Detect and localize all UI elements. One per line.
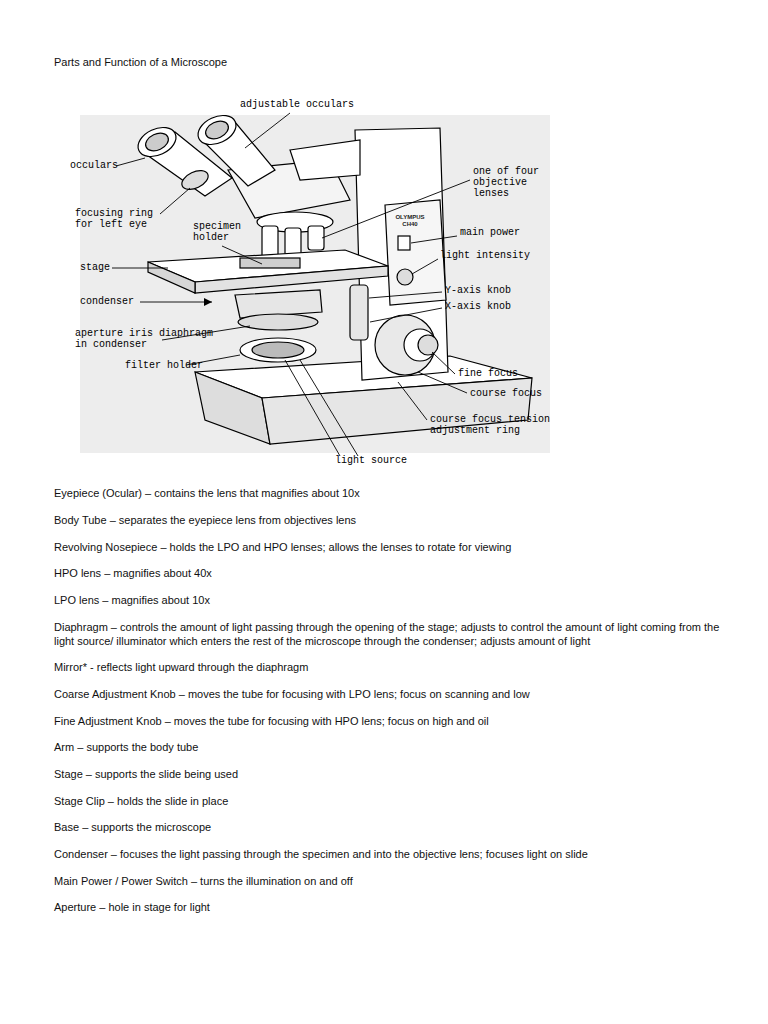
part-label: X-axis knob bbox=[445, 301, 511, 312]
definition-text: Mirror* - reflects light upward through … bbox=[54, 660, 724, 674]
definition-text: Revolving Nosepiece – holds the LPO and … bbox=[54, 540, 724, 554]
definition-text: Arm – supports the body tube bbox=[54, 740, 724, 754]
part-label: fine focus bbox=[458, 368, 518, 379]
definition-text: Stage Clip – holds the slide in place bbox=[54, 794, 724, 808]
definition-text: Stage – supports the slide being used bbox=[54, 767, 724, 781]
part-label: focusing ring for left eye bbox=[75, 208, 159, 230]
definition-text: Eyepiece (Ocular) – contains the lens th… bbox=[54, 486, 724, 500]
part-label: Y-axis knob bbox=[445, 285, 511, 296]
part-label: aperture iris diaphragm in condenser bbox=[75, 328, 217, 350]
part-label: condenser bbox=[80, 296, 134, 307]
definition-text: HPO lens – magnifies about 40x bbox=[54, 566, 724, 580]
definition-text: Condenser – focuses the light passing th… bbox=[54, 847, 724, 861]
definition-text: Diaphragm – controls the amount of light… bbox=[54, 620, 724, 649]
definition-text: Aperture – hole in stage for light bbox=[54, 900, 724, 914]
part-label: light intensity bbox=[440, 250, 530, 261]
definition-text: Main Power / Power Switch – turns the il… bbox=[54, 874, 724, 888]
part-label: specimen holder bbox=[193, 221, 249, 243]
part-label: light source bbox=[335, 455, 407, 466]
part-label: adjustable occulars bbox=[240, 99, 354, 110]
leader-lines bbox=[112, 113, 470, 456]
definition-text: Body Tube – separates the eyepiece lens … bbox=[54, 513, 724, 527]
part-label: one of four objective lenses bbox=[473, 166, 545, 199]
arrow-head bbox=[204, 298, 212, 306]
definition-text: Base – supports the microscope bbox=[54, 820, 724, 834]
definition-text: LPO lens – magnifies about 10x bbox=[54, 593, 724, 607]
definition-text: Coarse Adjustment Knob – moves the tube … bbox=[54, 687, 724, 701]
photo-ground bbox=[80, 115, 550, 453]
brand-logo: OLYMPUS CH40 bbox=[391, 214, 429, 227]
part-label: occulars bbox=[70, 160, 118, 171]
part-label: main power bbox=[460, 227, 520, 238]
part-label: stage bbox=[80, 262, 110, 273]
part-label: course focus tension adjustment ring bbox=[430, 414, 558, 436]
part-label: course focus bbox=[470, 388, 542, 399]
page-title: Parts and Function of a Microscope bbox=[54, 56, 227, 68]
part-label: filter holder bbox=[125, 360, 203, 371]
definition-text: Fine Adjustment Knob – moves the tube fo… bbox=[54, 714, 724, 728]
